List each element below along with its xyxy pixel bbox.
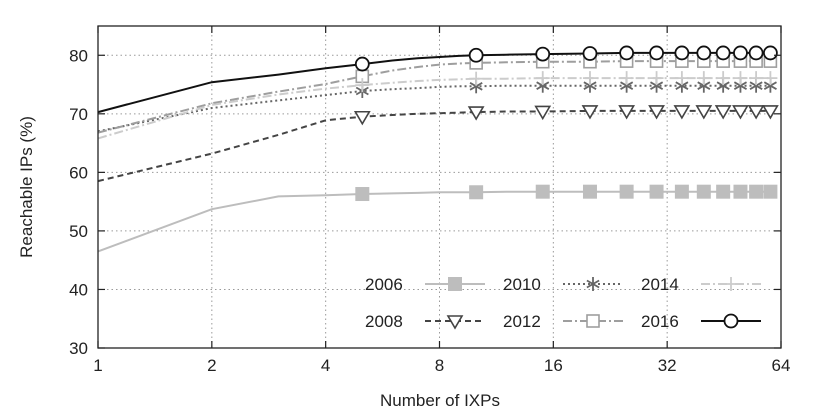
data-point-2014 — [535, 71, 550, 86]
asterisk-stroke — [583, 81, 597, 90]
legend-label-2008: 2008 — [365, 312, 403, 331]
y-tick-label: 30 — [69, 339, 88, 358]
data-point-2006 — [749, 184, 764, 199]
data-point-2016 — [582, 46, 598, 61]
asterisk-stroke — [650, 81, 664, 90]
data-point-2008 — [714, 105, 732, 120]
asterisk-stroke — [620, 81, 634, 90]
asterisk-stroke — [675, 81, 689, 90]
data-point-2016 — [696, 45, 712, 61]
x-tick-label: 32 — [658, 356, 677, 375]
asterisk-stroke — [733, 81, 747, 90]
x-axis-title: Number of IXPs — [380, 391, 500, 410]
legend-label-2014: 2014 — [641, 275, 679, 294]
legend-marker-2016 — [723, 313, 739, 329]
legend-label-2006: 2006 — [365, 275, 403, 294]
data-point-2016 — [715, 45, 731, 61]
legend-label-2010: 2010 — [503, 275, 541, 294]
data-point-2008 — [732, 105, 749, 120]
data-point-2008 — [618, 105, 636, 120]
y-tick-label: 70 — [69, 105, 88, 124]
data-point-2006 — [582, 184, 597, 199]
y-tick-label: 50 — [69, 222, 88, 241]
data-point-2014 — [469, 71, 484, 86]
data-point-2006 — [696, 184, 711, 199]
asterisk-stroke — [716, 81, 730, 90]
data-point-2008 — [673, 105, 691, 120]
data-point-2014 — [674, 71, 689, 86]
x-tick-label: 4 — [321, 356, 330, 375]
data-point-2008 — [648, 105, 665, 120]
data-point-2006 — [763, 184, 778, 199]
asterisk-stroke — [469, 82, 483, 91]
data-point-2014 — [696, 71, 711, 86]
data-point-2016 — [535, 46, 551, 62]
x-tick-label: 1 — [93, 356, 102, 375]
series-line-2012 — [97, 60, 771, 134]
legend-marker-2008 — [446, 315, 464, 330]
data-point-2008 — [695, 105, 713, 120]
legend-marker-2012 — [586, 314, 600, 328]
data-point-2006 — [619, 184, 634, 199]
x-tick-label: 2 — [207, 356, 216, 375]
legend-label-2016: 2016 — [641, 312, 679, 331]
asterisk-stroke — [536, 81, 550, 90]
y-axis-title: Reachable IPs (%) — [17, 116, 36, 258]
data-point-2016 — [674, 45, 690, 61]
data-point-2006 — [733, 184, 748, 199]
data-point-2006 — [469, 185, 484, 200]
data-point-2014 — [619, 71, 634, 86]
series-line-2006 — [97, 190, 771, 253]
series-lines — [97, 51, 771, 253]
data-point-2006 — [674, 184, 689, 199]
legend: 2006 2010 2014 2008 2012 2016 — [365, 275, 761, 331]
data-point-2016 — [619, 45, 635, 61]
data-point-2008 — [467, 106, 485, 121]
y-tick-label: 60 — [69, 163, 88, 182]
series-line-2010 — [97, 84, 771, 133]
asterisk-stroke — [749, 81, 763, 90]
data-point-2006 — [716, 184, 731, 199]
data-point-2006 — [535, 184, 550, 199]
axis-ticks: 30 40 50 60 70 80 1 2 4 8 16 32 64 — [69, 26, 790, 375]
data-point-2014 — [733, 71, 748, 86]
data-point-2008 — [747, 105, 765, 120]
data-point-2006 — [355, 187, 370, 202]
data-point-2014 — [763, 71, 778, 86]
data-point-2016 — [354, 56, 370, 72]
data-point-2006 — [649, 184, 664, 199]
asterisk-stroke — [697, 81, 711, 90]
legend-marker-2010 — [586, 277, 600, 291]
y-tick-label: 40 — [69, 280, 88, 299]
legend-marker-2014 — [724, 277, 738, 291]
data-point-2008 — [581, 105, 599, 120]
asterisk-stroke — [763, 81, 777, 90]
data-point-2016 — [763, 45, 778, 61]
y-tick-label: 80 — [69, 46, 88, 65]
data-point-2016 — [468, 47, 484, 63]
data-point-2014 — [749, 71, 764, 86]
data-point-2016 — [649, 45, 664, 61]
data-point-2014 — [649, 71, 664, 86]
x-tick-label: 16 — [544, 356, 563, 375]
x-tick-label: 8 — [435, 356, 444, 375]
series-line-2014 — [97, 77, 771, 140]
data-point-2014 — [582, 71, 597, 86]
data-point-2016 — [733, 45, 748, 61]
data-point-2016 — [748, 45, 764, 61]
x-tick-label: 64 — [772, 356, 791, 375]
asterisk-stroke — [586, 279, 600, 289]
legend-marker-2006 — [448, 277, 462, 291]
series-markers — [353, 45, 779, 202]
legend-label-2012: 2012 — [503, 312, 541, 331]
series-line-2008 — [97, 109, 771, 183]
data-point-2008 — [353, 110, 371, 126]
data-point-2014 — [355, 78, 370, 93]
data-point-2014 — [716, 71, 731, 86]
data-point-2008 — [762, 105, 779, 120]
data-point-2008 — [534, 105, 552, 121]
